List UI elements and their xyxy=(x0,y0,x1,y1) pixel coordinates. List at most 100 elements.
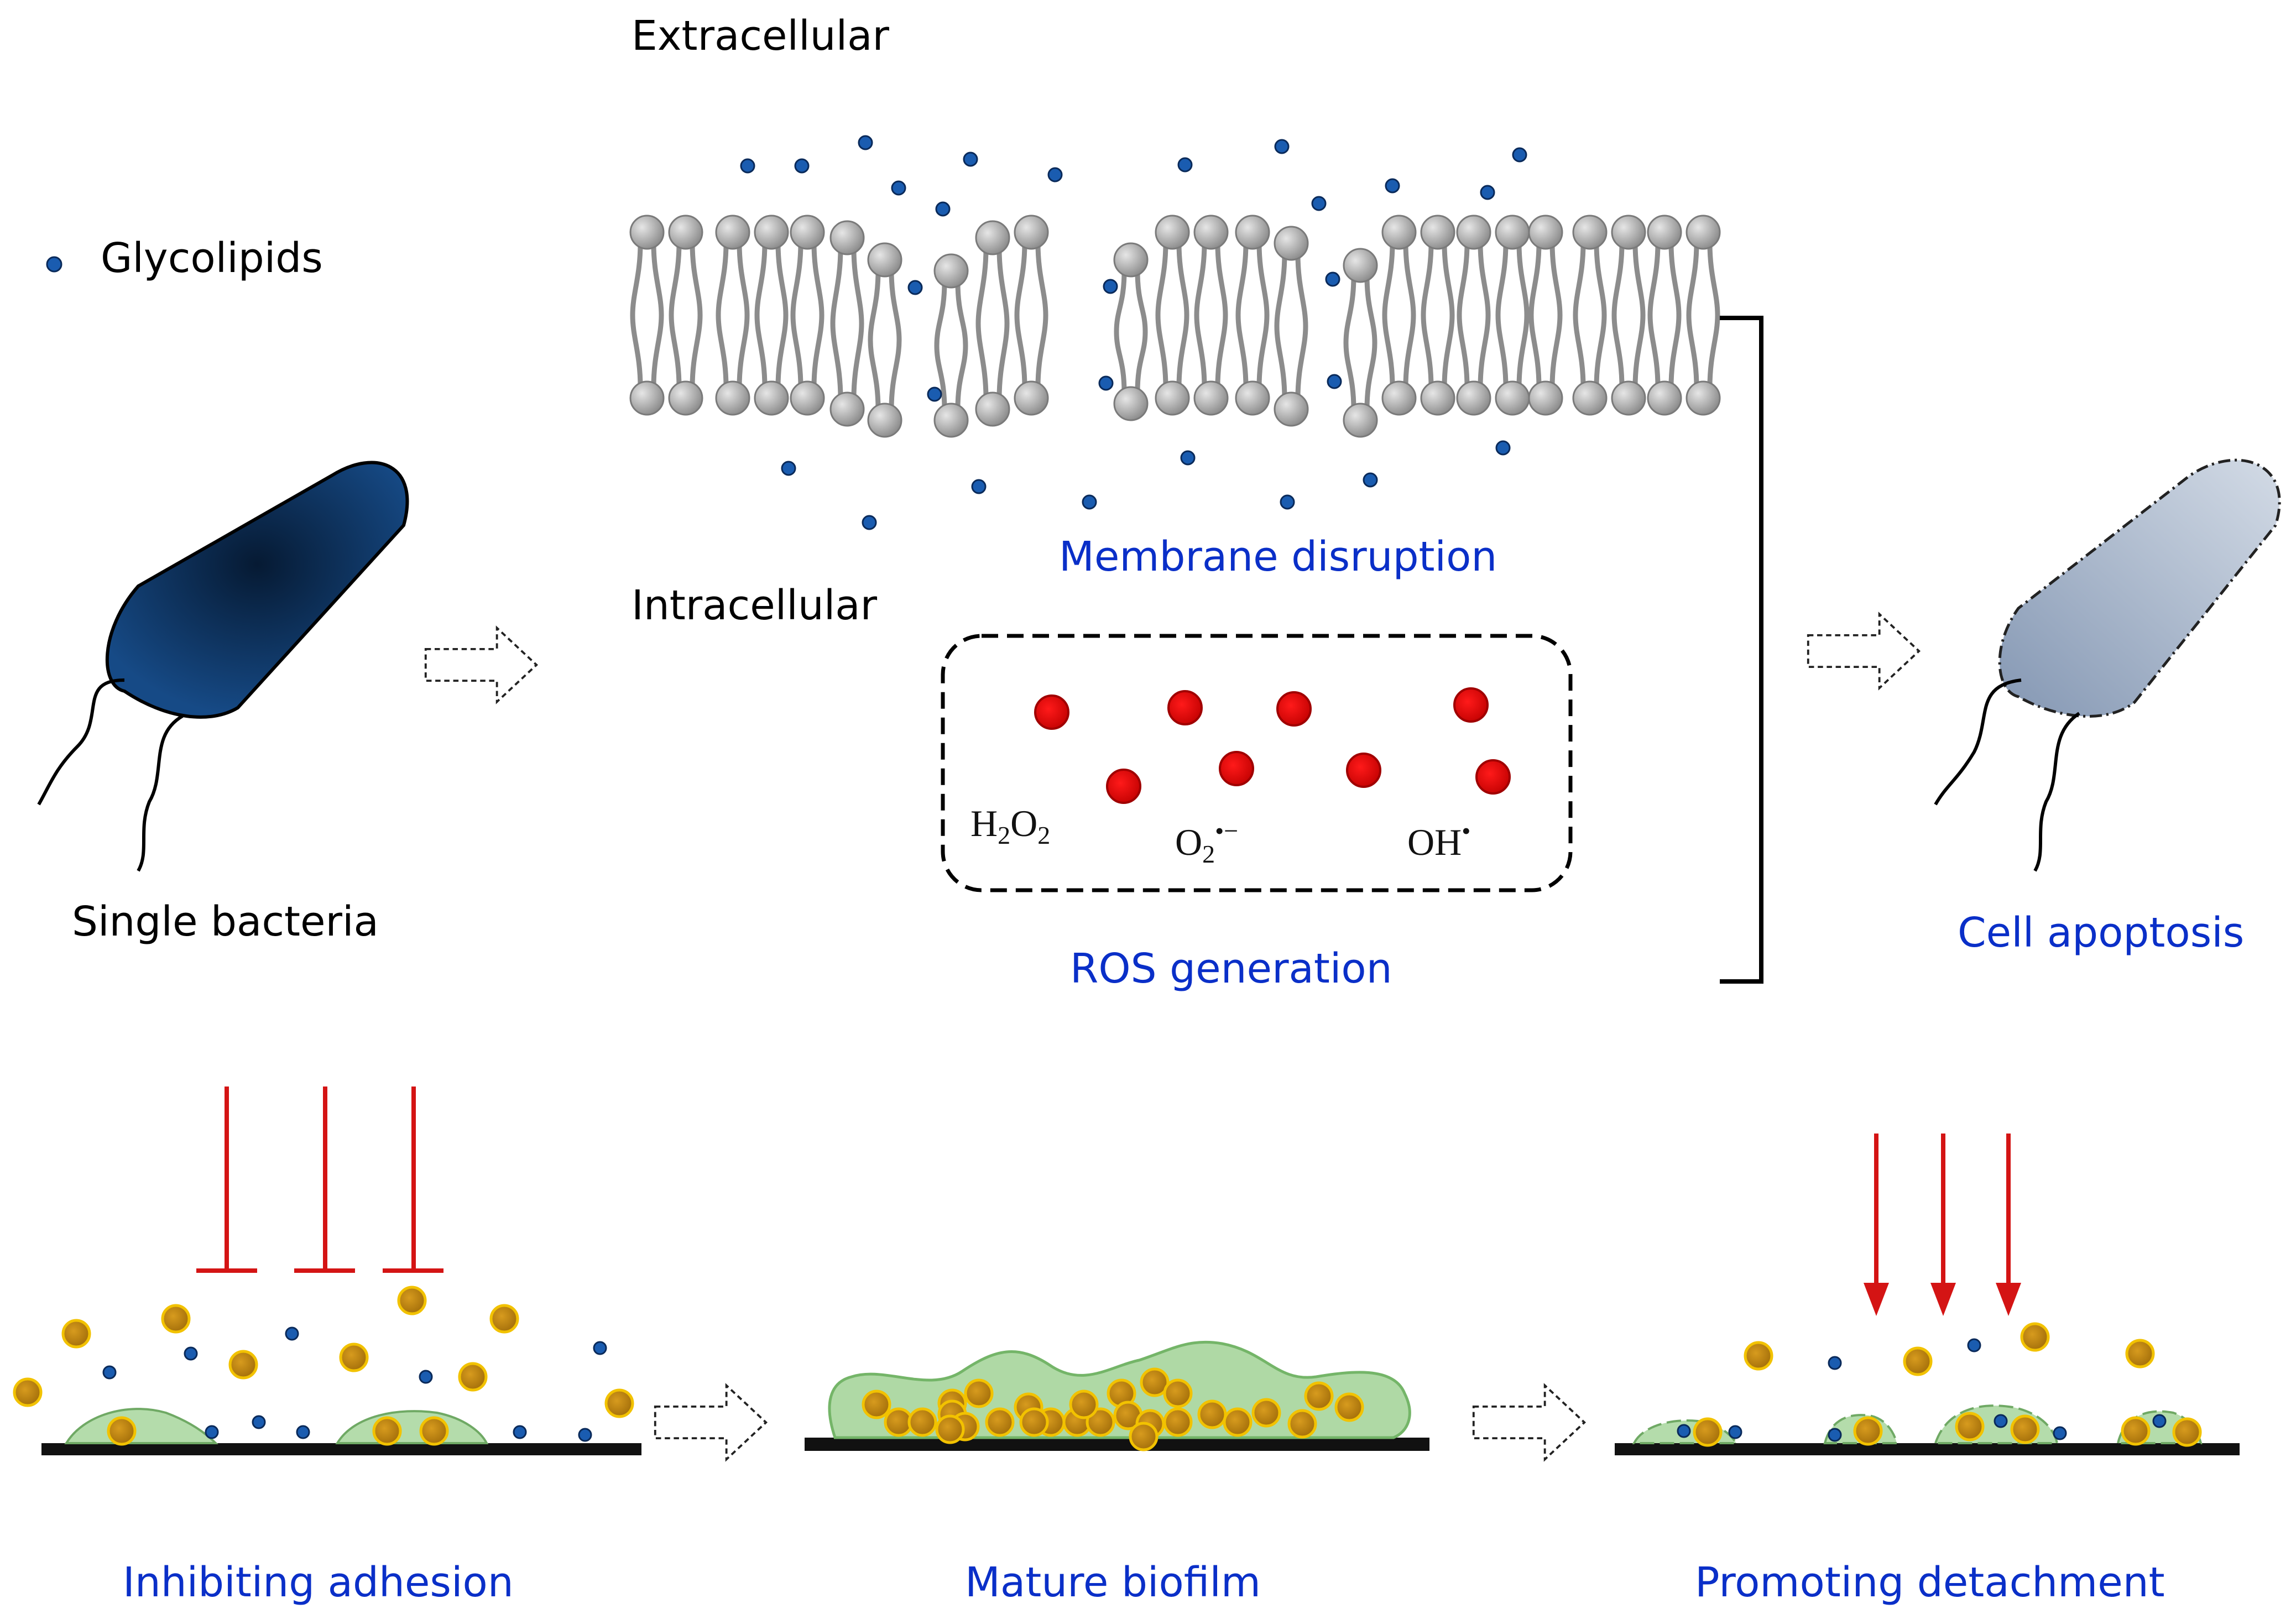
gold-bacterium-icon xyxy=(604,1388,634,1418)
gold-bacterium-icon xyxy=(862,1390,891,1419)
glycolipid-dot-icon xyxy=(971,479,987,494)
lipid-molecule xyxy=(933,253,969,438)
glycolipid-legend-dot-icon xyxy=(46,256,62,273)
gold-bacterium-icon xyxy=(372,1416,402,1446)
glycolipid-dot-icon xyxy=(1677,1424,1691,1438)
gold-bacteria-cells xyxy=(13,1286,2202,1451)
lipid-molecule xyxy=(1647,215,1682,416)
bracket xyxy=(1720,316,1763,984)
glycolipid-dot-icon xyxy=(296,1425,310,1439)
lipid-molecule xyxy=(1381,215,1417,416)
lipid-molecule xyxy=(715,215,750,416)
lipid-molecule xyxy=(1611,215,1646,416)
lipid-molecule xyxy=(1014,215,1049,416)
extracellular-label: Extracellular xyxy=(632,12,889,60)
gold-bacterium-icon xyxy=(397,1286,427,1315)
single-bacteria-icon xyxy=(37,461,409,872)
glycolipid-dots-membrane xyxy=(740,135,1527,530)
promotion-arrow-icons xyxy=(1864,1134,2021,1316)
glycolipid-dot-icon xyxy=(1098,375,1114,391)
gold-bacterium-icon xyxy=(1334,1392,1364,1422)
glycolipid-dot-icon xyxy=(1495,440,1511,456)
gold-bacterium-icon xyxy=(1019,1407,1049,1437)
glycolipid-dot-icon xyxy=(781,461,796,476)
lipid-molecule xyxy=(1113,242,1149,421)
gold-bacterium-icon xyxy=(1853,1416,1883,1446)
apoptotic-cell-icon xyxy=(1934,458,2281,872)
glycolipid-dot-icon xyxy=(1967,1338,1981,1352)
superoxide-formula: O2•− xyxy=(1175,817,1239,868)
single-bacteria-label: Single bacteria xyxy=(72,898,379,946)
glycolipid-dot-icon xyxy=(1828,1356,1842,1370)
lipid-molecule xyxy=(1274,226,1309,427)
lipid-molecule xyxy=(1456,215,1491,416)
gold-bacterium-icon xyxy=(2125,1339,2155,1368)
glycolipid-dot-icon xyxy=(184,1346,198,1361)
surface-adhesion xyxy=(41,1443,641,1455)
glycolipid-dot-icon xyxy=(1363,472,1378,488)
hydroxyl-formula: OH• xyxy=(1407,817,1471,863)
surface-mature xyxy=(805,1438,1429,1451)
process-arrow-icon-1 xyxy=(424,626,538,703)
lipid-molecule xyxy=(1343,248,1378,438)
mature-biofilm-label: Mature biofilm xyxy=(965,1559,1261,1606)
glycolipid-dot-icon xyxy=(419,1370,433,1384)
glycolipid-dot-icon xyxy=(593,1341,607,1355)
glycolipid-dot-icon xyxy=(2152,1414,2167,1428)
lipid-molecule xyxy=(829,220,865,427)
process-arrow-icon-2 xyxy=(1807,613,1921,690)
lipid-molecule xyxy=(975,220,1010,427)
glycolipid-dot-icon xyxy=(907,280,923,295)
lipid-molecule xyxy=(1686,215,1721,416)
surface-detachment xyxy=(1615,1443,2240,1455)
gold-bacterium-icon xyxy=(1197,1399,1227,1429)
glycolipid-dot-icon xyxy=(935,201,951,217)
gold-bacterium-icon xyxy=(489,1304,519,1334)
glycolipids-label: Glycolipids xyxy=(101,234,323,282)
gold-bacterium-icon xyxy=(228,1350,258,1380)
gold-bacterium-icon xyxy=(2121,1416,2151,1446)
lipid-molecule xyxy=(1420,215,1455,416)
glycolipid-dot-icon xyxy=(963,152,978,167)
gold-bacterium-icon xyxy=(107,1416,137,1446)
gold-bacterium-icon xyxy=(964,1378,994,1408)
glycolipid-dot-icon xyxy=(1082,494,1097,510)
gold-bacterium-icon xyxy=(2010,1414,2040,1444)
h2o2-formula: H2O2 xyxy=(970,802,1051,849)
lipid-molecule xyxy=(629,215,665,416)
lipid-bilayer xyxy=(629,215,1721,438)
gold-bacterium-icon xyxy=(1955,1412,1985,1441)
lipid-molecule xyxy=(754,215,789,416)
ros-generation-label: ROS generation xyxy=(1070,945,1392,993)
gold-bacterium-icon xyxy=(2172,1417,2202,1447)
glycolipid-dot-icon xyxy=(2053,1426,2067,1440)
glycolipid-dot-icon xyxy=(740,158,755,174)
glycolipid-dot-icon xyxy=(858,135,873,150)
gold-bacterium-icon xyxy=(2020,1322,2050,1352)
gold-bacterium-icon xyxy=(1251,1398,1281,1428)
gold-bacterium-icon xyxy=(1140,1367,1170,1397)
glycolipid-dot-icon xyxy=(1994,1414,2008,1428)
lipid-molecule xyxy=(1572,215,1608,416)
ros-box xyxy=(941,634,1573,892)
glycolipid-dot-icon xyxy=(252,1415,266,1429)
lipid-molecule xyxy=(867,242,902,438)
gold-bacterium-icon xyxy=(985,1407,1015,1437)
glycolipid-dot-icon xyxy=(1512,147,1527,163)
glycolipid-dot-icon xyxy=(102,1365,117,1380)
glycolipid-dot-icon xyxy=(205,1425,219,1439)
glycolipid-dot-icon xyxy=(794,158,810,174)
gold-bacterium-icon xyxy=(458,1362,488,1392)
cell-apoptosis-label: Cell apoptosis xyxy=(1958,909,2245,957)
glycolipid-dot-icon xyxy=(1828,1428,1842,1442)
glycolipid-dot-icon xyxy=(1325,271,1340,287)
glycolipid-dot-icon xyxy=(1177,157,1193,173)
lipid-molecule xyxy=(1528,215,1563,416)
glycolipid-dot-icon xyxy=(1327,374,1342,389)
glycolipid-dots-biofilm xyxy=(102,1326,2167,1442)
gold-bacterium-icon xyxy=(1163,1378,1193,1408)
gold-bacterium-icon xyxy=(1287,1409,1317,1439)
lipid-molecule xyxy=(1495,215,1530,416)
gold-bacterium-icon xyxy=(13,1377,43,1407)
